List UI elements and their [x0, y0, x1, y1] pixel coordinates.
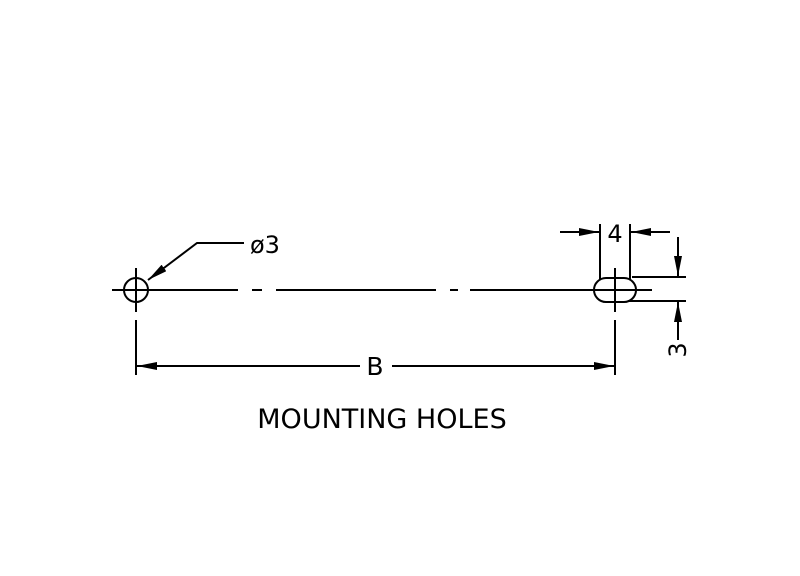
slot-height-label: 3 — [664, 342, 692, 357]
spacing-label: B — [366, 352, 383, 381]
slot-hole — [593, 268, 637, 375]
slot-width-dimension: 4 — [560, 220, 670, 280]
diameter-leader: ø3 — [147, 231, 280, 281]
spacing-dimension: B — [137, 352, 614, 381]
drawing-title: MOUNTING HOLES — [257, 404, 506, 435]
hole-diameter-label: ø3 — [250, 231, 280, 259]
slot-height-dimension: 3 — [628, 237, 692, 358]
round-hole — [123, 268, 149, 375]
slot-width-label: 4 — [607, 220, 622, 248]
